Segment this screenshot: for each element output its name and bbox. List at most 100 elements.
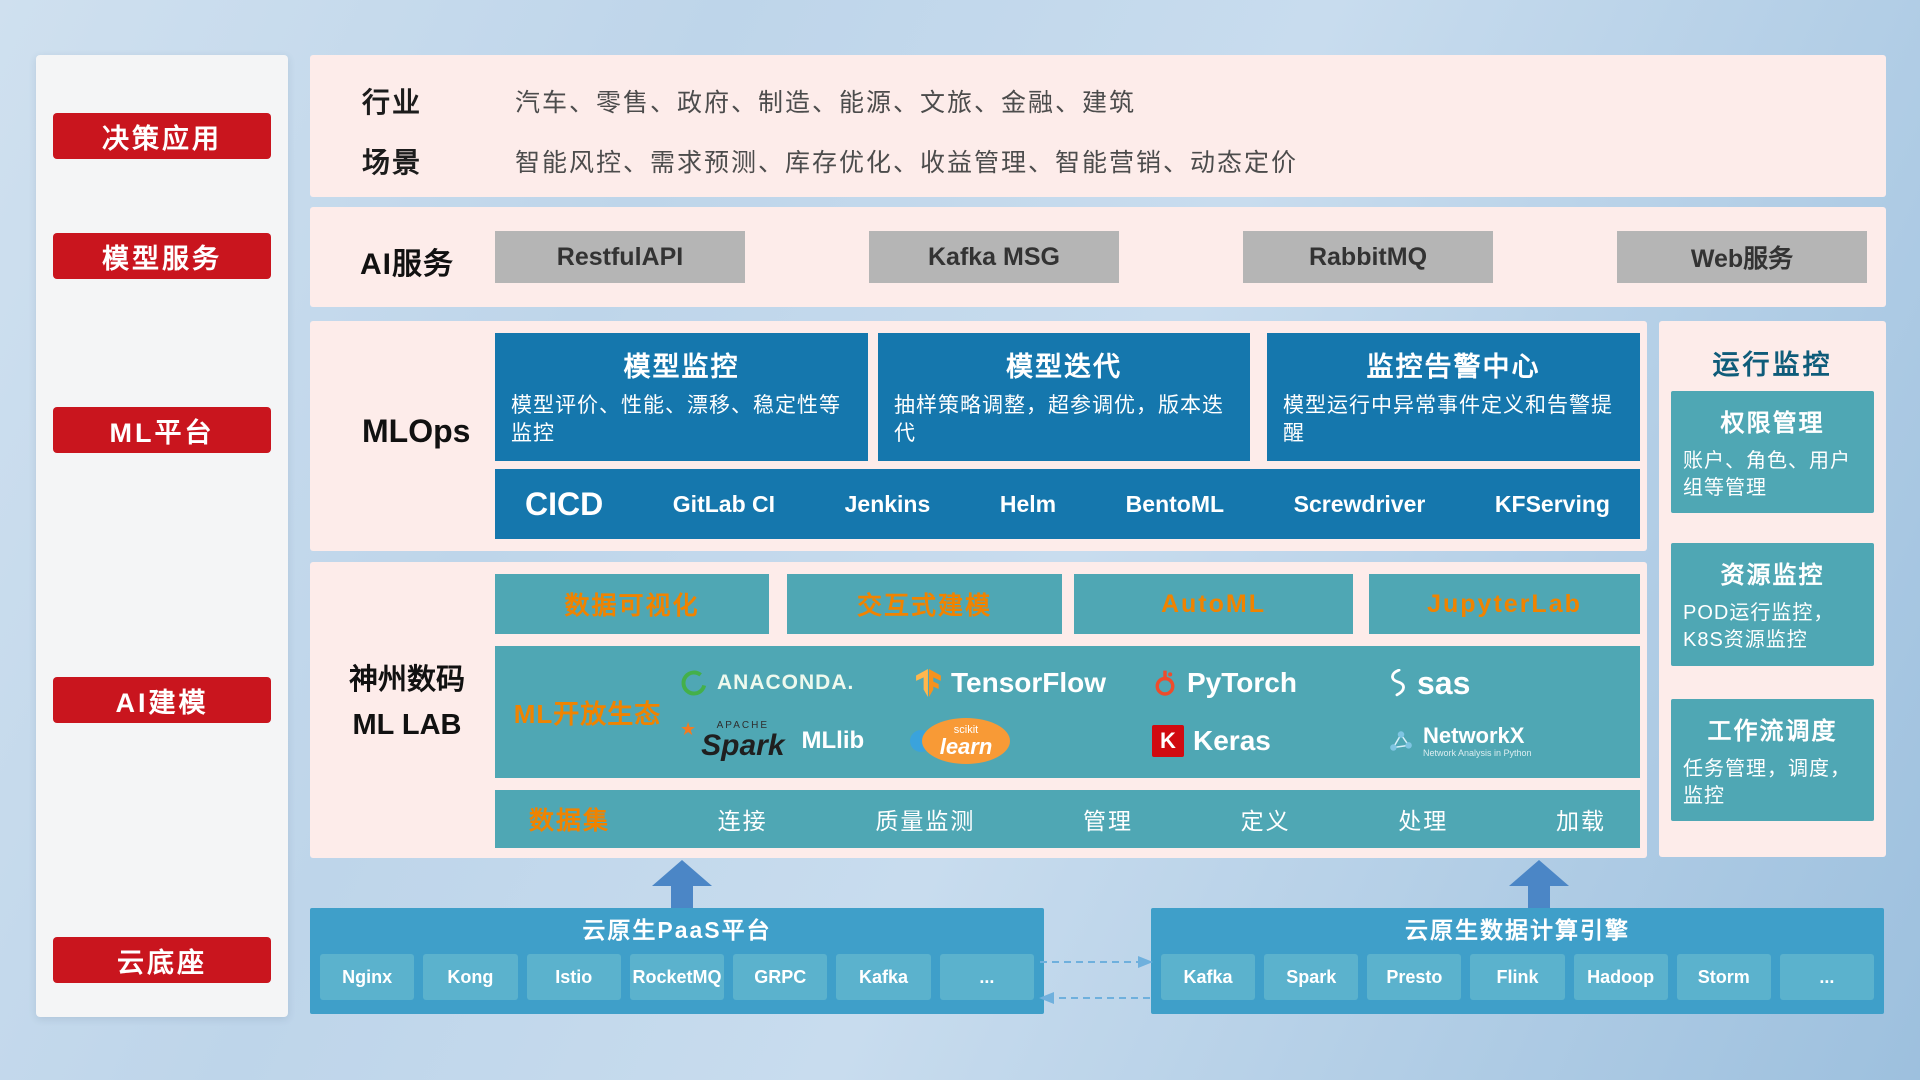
logo-spark-mllib: ★ APACHE Spark MLlib <box>680 718 864 762</box>
cicd-bar: CICD GitLab CI Jenkins Helm BentoML Scre… <box>495 469 1640 539</box>
card-model-monitoring: 模型监控 模型评价、性能、漂移、稳定性等监控 <box>495 333 868 461</box>
logo-scikit-learn: scikit learn <box>910 718 1010 764</box>
logo-text-top: scikit <box>953 723 979 736</box>
engine-title: 云原生数据计算引擎 <box>1405 917 1630 943</box>
paas-items: Nginx Kong Istio RocketMQ GRPC Kafka ... <box>310 948 1044 1000</box>
cloud-paas-panel: 云原生PaaS平台 Nginx Kong Istio RocketMQ GRPC… <box>310 908 1044 1014</box>
node-more: ... <box>939 954 1034 1000</box>
node-istio: Istio <box>526 954 621 1000</box>
engine-items: Kafka Spark Presto Flink Hadoop Storm ..… <box>1151 948 1884 1000</box>
card-desc: 账户、角色、用户组等管理 <box>1683 450 1851 499</box>
node-kfserving: KFServing <box>1494 490 1610 517</box>
scenario-list: 智能风控、需求预测、库存优化、收益管理、智能营销、动态定价 <box>515 149 1299 177</box>
logo-subtext: Network Analysis in Python <box>1423 748 1532 759</box>
logo-text: Keras <box>1193 725 1271 756</box>
node-manage: 管理 <box>1082 808 1133 834</box>
node-storm: Storm <box>1676 954 1771 1000</box>
node-rabbitmq: RabbitMQ <box>1243 231 1493 283</box>
node-screwdriver: Screwdriver <box>1293 490 1426 517</box>
logo-text: sas <box>1417 664 1471 701</box>
node-nginx: Nginx <box>320 954 415 1000</box>
node-bentoml: BentoML <box>1125 490 1225 517</box>
node-interactive-modeling: 交互式建模 <box>787 574 1062 634</box>
logo-keras: K Keras <box>1152 725 1271 757</box>
left-category-sidebar: 决策应用 模型服务 ML平台 AI建模 云底座 <box>36 55 288 1017</box>
card-desc: 模型运行中异常事件定义和告警提醒 <box>1283 394 1613 446</box>
logo-text: NetworkX <box>1423 723 1525 749</box>
logo-tensorflow: TensorFlow <box>916 667 1106 699</box>
node-kafka: Kafka <box>1161 954 1256 1000</box>
ml-open-ecosystem: ML开放生态 ANACONDA. TensorFlow <box>495 646 1640 778</box>
logo-anaconda: ANACONDA. <box>680 669 854 697</box>
node-kafka: Kafka <box>836 954 931 1000</box>
dashed-arrow-icon <box>1039 956 1153 1004</box>
ml-lab-panel: 神州数码 ML LAB 数据可视化 交互式建模 AutoML JupyterLa… <box>310 562 1647 858</box>
node-flink: Flink <box>1470 954 1565 1000</box>
dataset-bar: 数据集 连接 质量监测 管理 定义 处理 加载 <box>495 790 1640 848</box>
card-desc: POD运行监控，K8S资源监控 <box>1683 602 1835 651</box>
sidebar-chip-decision-app: 决策应用 <box>53 113 271 159</box>
node-kong: Kong <box>423 954 518 1000</box>
node-helm: Helm <box>999 490 1057 517</box>
spark-star-icon: ★ <box>680 718 697 739</box>
ml-lab-label-line2: ML LAB <box>352 708 462 741</box>
node-data-visualization: 数据可视化 <box>495 574 769 634</box>
monitor-title: 运行监控 <box>1712 350 1833 380</box>
node-spark: Spark <box>1264 954 1359 1000</box>
node-rocketmq: RocketMQ <box>629 954 725 1000</box>
anaconda-icon <box>681 670 707 696</box>
node-presto: Presto <box>1367 954 1462 1000</box>
node-web-service: Web服务 <box>1617 231 1867 283</box>
apache-label: APACHE <box>716 720 770 731</box>
scenario-label: 场景 <box>362 147 423 178</box>
sidebar-chip-ai-modeling: AI建模 <box>53 677 271 723</box>
logo-text: TensorFlow <box>951 667 1107 698</box>
ai-service-label: AI服务 <box>360 248 454 281</box>
sidebar-chip-cloud-base: 云底座 <box>53 937 271 983</box>
node-load: 加载 <box>1555 808 1606 834</box>
card-title: 权限管理 <box>1720 410 1825 437</box>
node-restful-api: RestfulAPI <box>495 231 745 283</box>
industry-list: 汽车、零售、政府、制造、能源、文旅、金融、建筑 <box>515 89 1137 117</box>
card-title: 工作流调度 <box>1707 718 1838 745</box>
sidebar-chip-ml-platform: ML平台 <box>53 407 271 453</box>
mlops-panel: MLOps 模型监控 模型评价、性能、漂移、稳定性等监控 模型迭代 抽样策略调整… <box>310 321 1647 551</box>
ecosystem-logo-grid: ANACONDA. TensorFlow PyTorch <box>680 646 1640 778</box>
tensorflow-icon <box>916 669 941 697</box>
logo-text: PyTorch <box>1187 667 1297 698</box>
cloud-engine-panel: 云原生数据计算引擎 Kafka Spark Presto Flink Hadoo… <box>1151 908 1884 1014</box>
logo-pytorch: PyTorch <box>1152 667 1297 699</box>
keras-icon: K <box>1152 725 1184 757</box>
up-arrow-icon <box>1509 860 1569 908</box>
mlops-label: MLOps <box>362 413 471 449</box>
logo-text: learn <box>939 733 993 759</box>
card-title: 监控告警中心 <box>1366 352 1541 382</box>
card-desc: 模型评价、性能、漂移、稳定性等监控 <box>511 394 841 446</box>
node-more: ... <box>1779 954 1874 1000</box>
sas-swoosh-icon <box>1391 669 1405 697</box>
networkx-icon <box>1390 731 1412 751</box>
runtime-monitor-panel: 运行监控 权限管理 账户、角色、用户组等管理 资源监控 POD运行监控，K8S资… <box>1659 321 1886 857</box>
node-connect: 连接 <box>717 808 768 834</box>
sidebar-chip-model-service: 模型服务 <box>53 233 271 279</box>
card-desc: 抽样策略调整，超参调优，版本迭代 <box>894 394 1224 446</box>
cicd-label: CICD <box>525 485 604 522</box>
logo-networkx: NetworkX Network Analysis in Python <box>1388 723 1532 759</box>
pytorch-icon <box>1155 670 1175 696</box>
paas-title: 云原生PaaS平台 <box>582 917 772 943</box>
node-hadoop: Hadoop <box>1573 954 1668 1000</box>
ecosystem-label: ML开放生态 <box>513 698 662 729</box>
node-jenkins: Jenkins <box>844 490 931 517</box>
ai-service-panel: AI服务 RestfulAPI Kafka MSG RabbitMQ Web服务 <box>310 207 1886 307</box>
node-grpc: GRPC <box>733 954 828 1000</box>
logo-text: ANACONDA. <box>717 671 855 694</box>
card-desc: 任务管理，调度，监控 <box>1683 758 1851 807</box>
node-jupyterlab: JupyterLab <box>1369 574 1640 634</box>
industry-label: 行业 <box>362 87 423 118</box>
node-process: 处理 <box>1398 808 1449 834</box>
ml-lab-label: 神州数码 ML LAB <box>324 658 490 748</box>
node-define: 定义 <box>1240 808 1291 834</box>
logo-text: Spark <box>701 729 785 762</box>
up-arrow-icon <box>652 860 712 908</box>
